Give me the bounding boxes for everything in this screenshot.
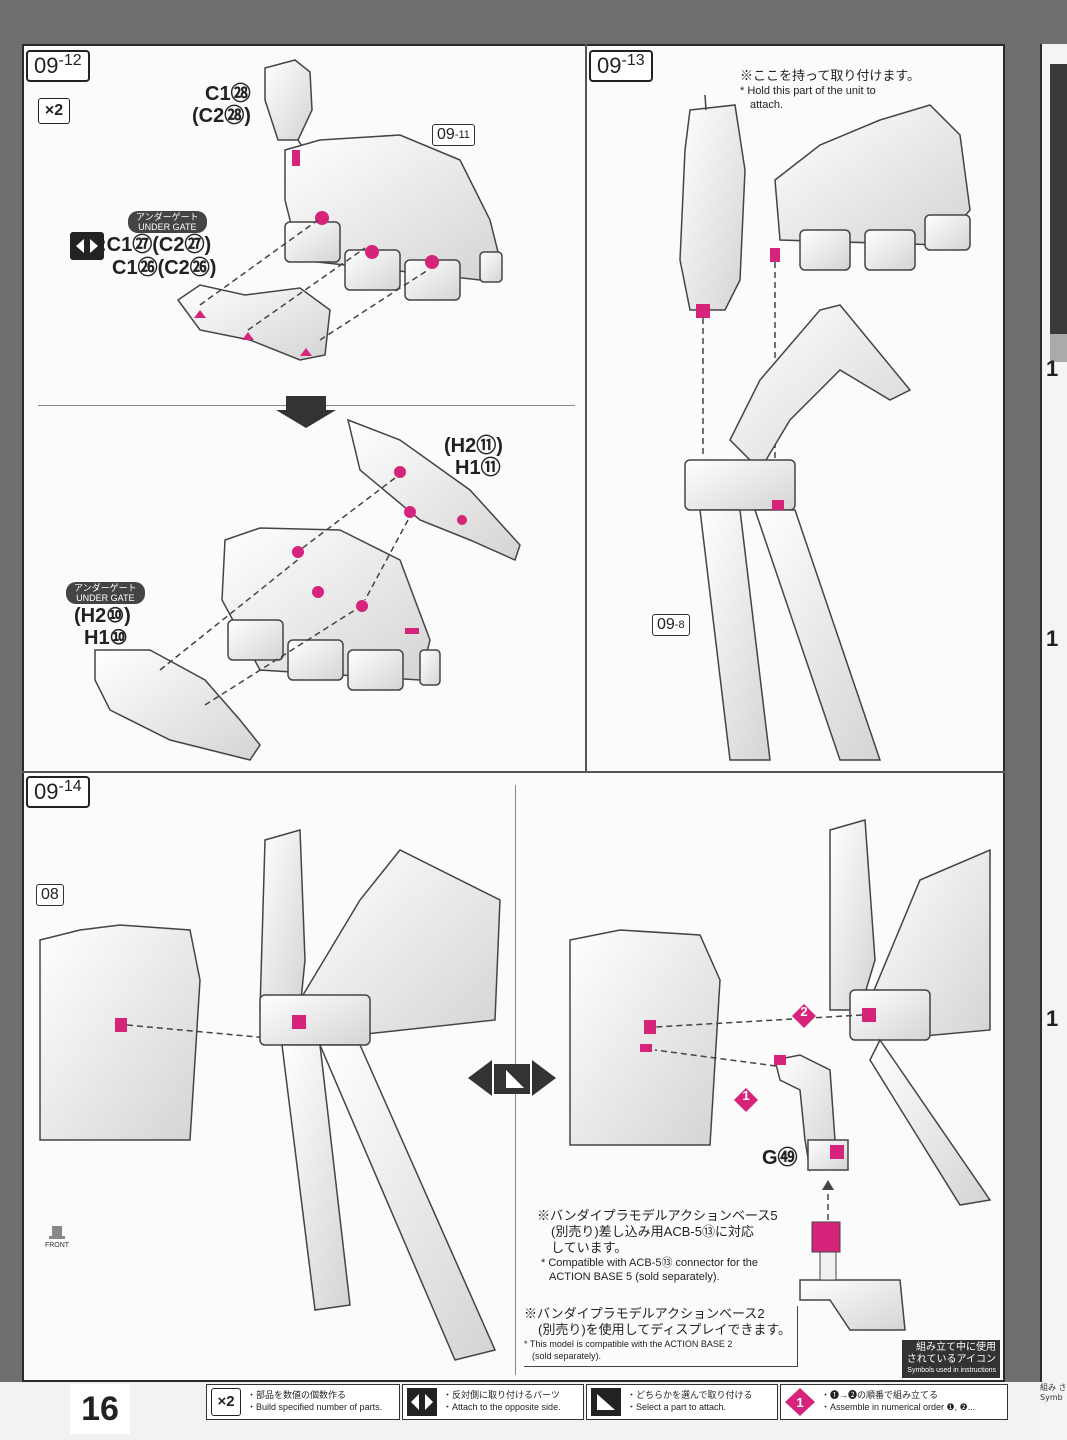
legend-order-icon: 1 <box>785 1388 815 1416</box>
action-base5-note: ※バンダイプラモデルアクションベース5 (別売り)差し込み用ACB-5⑬に対応 … <box>537 1208 778 1283</box>
front-direction-icon: FRONT <box>42 1224 72 1249</box>
step-label-09-13: 09-13 <box>589 50 653 82</box>
part-label-h1-11: H1⑪ <box>455 457 501 479</box>
legend-select-icon <box>591 1388 621 1416</box>
legend-opposite-side: ・反対側に取り付けるパーツ・Attach to the opposite sid… <box>402 1384 584 1420</box>
adjacent-step-num-3: 1 <box>1046 1006 1059 1031</box>
part-label-c1-28: C1㉘ <box>205 83 251 105</box>
step-label-09-12: 09-12 <box>26 50 90 82</box>
legend-multiplier: ×2 ・部品を数値の個数作る・Build specified number of… <box>206 1384 400 1420</box>
horizontal-divider-step12 <box>38 405 575 406</box>
vertical-divider-top <box>585 44 587 772</box>
order-mark-two: 2 <box>792 1004 816 1028</box>
svg-text:1: 1 <box>796 1395 803 1410</box>
ref-label-09-11: 09-11 <box>432 124 475 146</box>
ref-label-09-8: 09-8 <box>652 614 690 636</box>
adjacent-page-footer: 組み さ Symb <box>1040 1382 1067 1440</box>
horizontal-divider-middle <box>22 771 1005 773</box>
legend-numerical-order: 1 ・❶→❷の順番で組み立てる・Assemble in numerical or… <box>780 1384 1008 1420</box>
part-label-h1-10: H1⑩ <box>84 627 128 649</box>
part-label-c1-27: :C1㉗(C2㉗) <box>100 234 212 256</box>
part-label-c2-28: (C2㉘) <box>192 105 251 127</box>
part-label-h2-10: (H2⑩) <box>74 605 131 627</box>
ref-label-08: 08 <box>36 884 64 906</box>
multiplier-x2-icon: ×2 <box>38 98 70 124</box>
vertical-divider-bottom <box>515 785 516 1375</box>
part-label-c1-26: C1㉖(C2㉖) <box>112 257 217 279</box>
adjacent-step-num-1: 1 <box>1046 356 1059 381</box>
action-base2-note: ※バンダイプラモデルアクションベース2 (別売り)を使用してディスプレイできます… <box>524 1306 799 1367</box>
legend-opposite-icon <box>407 1388 437 1416</box>
legend-x2-icon: ×2 <box>211 1388 241 1416</box>
adjacent-step-num-2: 1 <box>1046 626 1059 651</box>
part-label-h2-11: (H2⑪) <box>444 435 503 457</box>
hold-note: ※ここを持って取り付けます。 * Hold this part of the u… <box>740 68 921 111</box>
adjacent-page-strip: 1 1 1 <box>1040 44 1067 1382</box>
part-label-g52: G㊾ <box>762 1147 798 1169</box>
symbols-caption: 組み立て中に使用 されているアイコン Symbols used in instr… <box>902 1340 1000 1378</box>
order-mark-one: 1 <box>734 1088 758 1112</box>
legend-select-part: ・どちらかを選んで取り付ける・Select a part to attach. <box>586 1384 778 1420</box>
opposite-side-icon <box>70 232 104 260</box>
page-number: 16 <box>70 1384 130 1434</box>
step-label-09-14: 09-14 <box>26 776 90 808</box>
